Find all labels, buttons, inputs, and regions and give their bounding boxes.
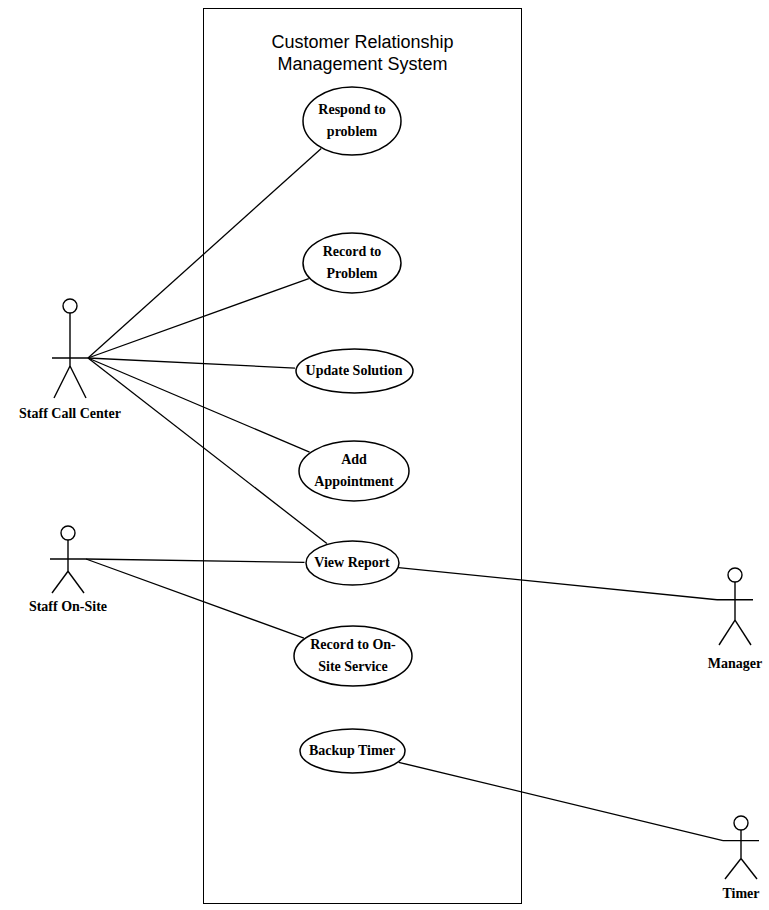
system-title: Customer Relationship Management System: [238, 31, 488, 75]
use-case-label: Update Solution: [306, 360, 403, 382]
use-case-outline: [299, 441, 409, 501]
use-case-outline: [294, 626, 412, 686]
actor-limb: [735, 620, 751, 645]
use-case: Record to On-Site Service: [293, 625, 413, 687]
actor-limb: [719, 620, 735, 645]
association-path: [88, 358, 295, 368]
use-case-outline: [303, 87, 401, 155]
actor: Timer: [721, 815, 761, 902]
use-case-label: Backup Timer: [309, 740, 395, 762]
actor: Staff Call Center: [19, 298, 121, 422]
actor-limb: [50, 558, 86, 559]
actor-limb: [723, 840, 759, 841]
association-path: [88, 279, 309, 358]
use-case-label: Add Appointment: [312, 449, 397, 493]
actor-head: [63, 299, 77, 313]
actor-limb: [734, 582, 735, 620]
use-case-outline: [306, 541, 399, 585]
actor-limb: [67, 540, 68, 571]
actor-limb: [725, 859, 741, 879]
use-case: View Report: [305, 540, 400, 586]
use-case: Add Appointment: [298, 440, 410, 502]
actor-limb: [70, 366, 86, 398]
actor-figure: [715, 567, 755, 645]
association-line: [88, 358, 327, 543]
association-line: [86, 559, 304, 638]
use-case: Update Solution: [295, 348, 414, 394]
use-case: Record to Problem: [302, 232, 402, 294]
actor-limb: [54, 366, 70, 398]
association-line: [88, 279, 309, 358]
actor-limb: [52, 357, 88, 358]
association-path: [88, 358, 327, 543]
actor-name: Staff Call Center: [19, 405, 121, 422]
association-line: [88, 149, 321, 358]
actor-head: [734, 816, 748, 830]
use-case-ellipse: [302, 86, 402, 156]
association-path: [88, 358, 310, 452]
association-line: [88, 358, 310, 452]
use-case-label: View Report: [314, 552, 389, 574]
actor-limb: [740, 830, 741, 859]
actor-limb: [52, 571, 68, 593]
use-case-label: Record to Problem: [310, 241, 395, 285]
use-case: Respond to problem: [302, 86, 402, 156]
actor-limb: [741, 859, 757, 879]
actor: Staff On-Site: [29, 525, 108, 615]
association-line: [399, 762, 723, 840]
association-line: [399, 568, 717, 600]
association-path: [399, 762, 723, 840]
association-path: [86, 559, 305, 562]
association-path: [86, 559, 304, 638]
actor-figure: [721, 815, 761, 879]
actor-limb: [717, 599, 753, 600]
use-case-label: Record to On-Site Service: [304, 634, 402, 678]
use-case-ellipse: [298, 440, 410, 502]
actor-head: [61, 526, 75, 540]
actor-limb: [68, 571, 84, 593]
actor: Manager: [708, 567, 763, 672]
association-path: [399, 568, 717, 600]
use-case-ellipse: [302, 232, 402, 294]
actor-figure: [48, 525, 88, 593]
system-boundary: Customer Relationship Management SystemR…: [203, 8, 522, 904]
actor-name: Staff On-Site: [29, 598, 107, 615]
use-case-outline: [303, 233, 401, 293]
use-case: Backup Timer: [299, 728, 406, 774]
association-line: [86, 559, 305, 562]
use-case-label: Respond to problem: [310, 99, 395, 143]
actor-figure: [50, 298, 90, 398]
use-case-outline: [300, 729, 405, 773]
use-case-outline: [296, 349, 413, 393]
actor-head: [728, 568, 742, 582]
use-case-ellipse: [293, 625, 413, 687]
actor-name: Timer: [722, 885, 759, 902]
association-line: [88, 358, 295, 368]
association-path: [88, 149, 321, 358]
actor-name: Manager: [708, 655, 762, 672]
